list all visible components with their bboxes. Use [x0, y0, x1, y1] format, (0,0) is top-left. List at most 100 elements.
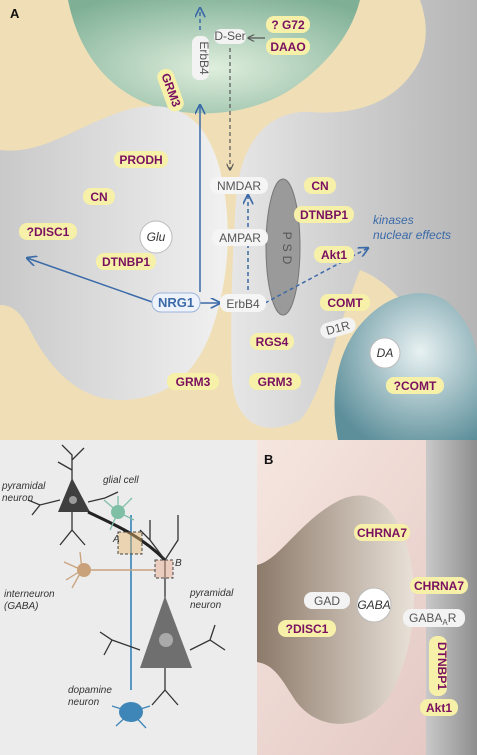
glu-label: Glu [147, 230, 166, 244]
erbb4-pill [220, 294, 266, 312]
rgs4-label: RGS4 [256, 335, 289, 349]
d1r-label: D1R [325, 318, 352, 338]
box-b-label: B [175, 558, 182, 569]
erbb4-label: ErbB4 [226, 297, 260, 311]
pyramidal-right-body [140, 596, 192, 668]
nuclear-effects-label: nuclear effects [373, 228, 451, 242]
dser-label: D-Ser [214, 29, 245, 43]
synapse-box-b [154, 559, 174, 579]
disc1-pill [278, 620, 336, 637]
chrna7-left-pill [354, 524, 410, 541]
dtnbp1-vertical-label: DTNBP1 [435, 642, 449, 690]
pyramidal-top-dendrites [27, 444, 119, 546]
daao-label: DAAO [270, 40, 305, 54]
d1r-pill [320, 317, 356, 339]
dtnbp1-right-pill [294, 206, 354, 223]
erbb4-vertical-pill [192, 36, 209, 80]
glu-circle [139, 220, 173, 254]
ampar-label: AMPAR [219, 231, 261, 245]
pyramidal-top-body [58, 478, 90, 512]
g72-pill [266, 16, 310, 33]
grm3-bottom-right-label: GRM3 [258, 375, 293, 389]
dopamine-terminal [334, 293, 477, 440]
dopamine-label-2: neuron [68, 697, 100, 708]
psd-label: PSD [280, 232, 294, 269]
g72-label: ? G72 [271, 18, 305, 32]
chrna7-left-label: CHRNA7 [357, 526, 407, 540]
disc1-label: ?DISC1 [286, 622, 329, 636]
interneuron-body [77, 563, 91, 577]
pyramidal-right-label-1: pyramidal [189, 588, 234, 599]
gad-pill [304, 592, 350, 609]
interneuron-label-2: (GABA) [4, 601, 38, 612]
pyramidal-top-nucleus [69, 496, 77, 504]
dser-pill [214, 29, 246, 44]
disc1-left-label: ?DISC1 [27, 225, 70, 239]
cn-right-pill [304, 177, 336, 194]
gad-label: GAD [314, 594, 340, 608]
erbb4-to-kinases-arrow [264, 248, 368, 304]
pyramidal-right-dendrites [99, 515, 226, 706]
nmdar-label: NMDAR [217, 179, 261, 193]
interneuron-processes [63, 551, 83, 589]
gabaar-pill [403, 609, 465, 627]
nmdar-pill [210, 177, 268, 194]
synapse-box-a [117, 531, 143, 555]
ampar-pill [212, 229, 268, 246]
pyramidal-top-label-1: pyramidal [1, 481, 46, 492]
da-label: DA [377, 346, 394, 360]
glial-cell-body [111, 505, 125, 519]
erbb4-vertical-label: ErbB4 [197, 41, 211, 75]
comt-label: COMT [327, 296, 363, 310]
cn-right-label: CN [311, 179, 328, 193]
dtnbp1-left-label: DTNBP1 [102, 255, 150, 269]
glial-label: glial cell [103, 475, 139, 486]
box-a-label: A [112, 534, 120, 545]
neuron-schematic: A B pyramidal neuron glial cell interneu… [0, 440, 257, 755]
interneuron-label-1: interneuron [4, 589, 55, 600]
gaba-label: GABA [357, 598, 390, 612]
pyramidal-right-nucleus [159, 633, 173, 647]
dopamine-neuron-body [119, 702, 143, 722]
dtnbp1-vertical-pill [429, 636, 447, 696]
cn-left-pill [83, 188, 115, 205]
postsynaptic-spine [231, 0, 477, 440]
psd-ellipse [265, 178, 301, 316]
akt1-pill [420, 699, 458, 716]
daao-pill [266, 38, 310, 55]
grm3-bottom-left-pill [167, 373, 219, 390]
akt1-right-label: Akt1 [321, 248, 347, 262]
nrg1-label: NRG1 [158, 295, 194, 310]
comt-q-label: ?COMT [394, 379, 437, 393]
comt-pill [320, 294, 370, 311]
panel-a: A D-Ser ErbB4 NMDAR AMPAR PSD ErbB4 D1R … [0, 0, 477, 440]
prodh-pill [114, 151, 168, 168]
dopamine-label-1: dopamine [68, 685, 112, 696]
panel-a-letter: A [10, 6, 20, 21]
akt1-right-pill [314, 246, 354, 263]
grm3-bottom-right-pill [249, 373, 301, 390]
comt-q-pill [386, 377, 444, 394]
disc1-left-pill [19, 223, 77, 240]
prodh-label: PRODH [119, 153, 162, 167]
nrg1-arrow-left [27, 258, 156, 304]
chrna7-right-label: CHRNA7 [414, 579, 464, 593]
gaba-circle [356, 587, 392, 623]
dtnbp1-right-label: DTNBP1 [300, 208, 348, 222]
glial-processes [103, 496, 135, 531]
grm3-bottom-left-label: GRM3 [176, 375, 211, 389]
rgs4-pill [250, 333, 294, 350]
panel-b: B GAD GABA GABAAR CHRNA7 CHRNA7 ?DISC1 D… [257, 440, 477, 755]
pyramidal-right-label-2: neuron [190, 600, 222, 611]
nrg1-pill [151, 292, 201, 313]
cn-left-label: CN [90, 190, 107, 204]
pyramidal-top-label-2: neuron [2, 493, 34, 504]
grm3-top-pill [157, 68, 184, 112]
pyramidal-top-axon [87, 510, 167, 562]
akt1-label: Akt1 [426, 701, 452, 715]
gabaar-label: GABAAR [409, 611, 457, 627]
dtnbp1-left-pill [96, 253, 156, 270]
da-circle [369, 337, 401, 369]
